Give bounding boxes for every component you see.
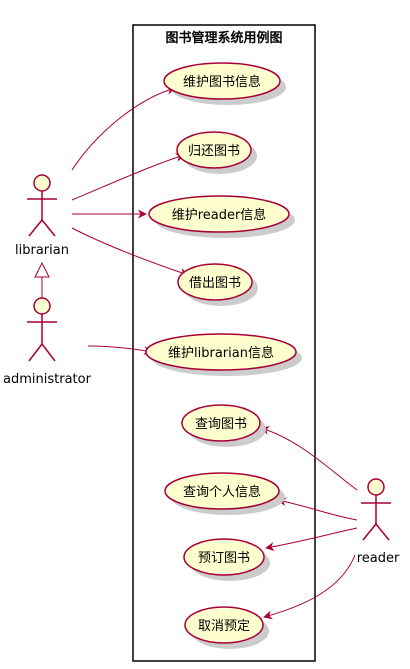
actor-label: administrator <box>3 372 92 387</box>
use-case-label: 维护reader信息 <box>172 207 267 223</box>
use-case-query-personal-info: 查询个人信息 <box>164 472 285 515</box>
actor-label: librarian <box>15 243 69 258</box>
actor-figure <box>27 297 57 362</box>
system-boundary: 图书管理系统用例图 <box>132 24 316 662</box>
assoc-reader-query-book <box>260 426 358 491</box>
assoc-reader-cancel-reservation <box>263 554 356 620</box>
use-case-cancel-reservation: 取消预定 <box>184 606 269 649</box>
use-case-query-book: 查询图书 <box>181 404 266 447</box>
use-case-maintain-reader-info: 维护reader信息 <box>148 195 295 238</box>
assoc-reader-query-personal-info <box>277 497 358 521</box>
use-case-maintain-librarian-info: 维护librarian信息 <box>145 333 302 376</box>
use-case-label: 查询图书 <box>195 417 247 432</box>
assoc-librarian-return-book <box>71 153 185 201</box>
actor-figure <box>361 478 391 541</box>
use-case-label: 维护图书信息 <box>183 74 261 90</box>
use-case-reserve-book: 预订图书 <box>183 538 270 581</box>
actor-reader: reader <box>357 478 400 566</box>
use-case-label: 借出图书 <box>189 276 241 291</box>
use-case-maintain-book-info: 维护图书信息 <box>163 62 286 105</box>
use-case-label: 预订图书 <box>198 551 250 566</box>
use-case-return-book: 归还图书 <box>176 131 257 174</box>
assoc-administrator-maintain-librarian-info <box>87 345 153 355</box>
use-case-label: 归还图书 <box>188 144 240 159</box>
associations <box>71 86 358 620</box>
use-case-label: 查询个人信息 <box>183 484 261 500</box>
actor-figure <box>27 174 57 237</box>
actor-label: reader <box>357 551 400 566</box>
assoc-librarian-lend-book <box>71 227 189 277</box>
assoc-librarian-maintain-book-info <box>71 86 176 171</box>
actor-librarian: librarian <box>15 174 69 258</box>
use-case-lend-book: 借出图书 <box>177 263 258 306</box>
use-case-label: 取消预定 <box>198 619 250 634</box>
use-case-label: 维护librarian信息 <box>168 345 274 361</box>
assoc-reader-reserve-book <box>265 527 358 552</box>
generalization-administrator-librarian <box>34 261 50 298</box>
actor-administrator: administrator <box>3 297 92 387</box>
system-title: 图书管理系统用例图 <box>165 30 282 46</box>
